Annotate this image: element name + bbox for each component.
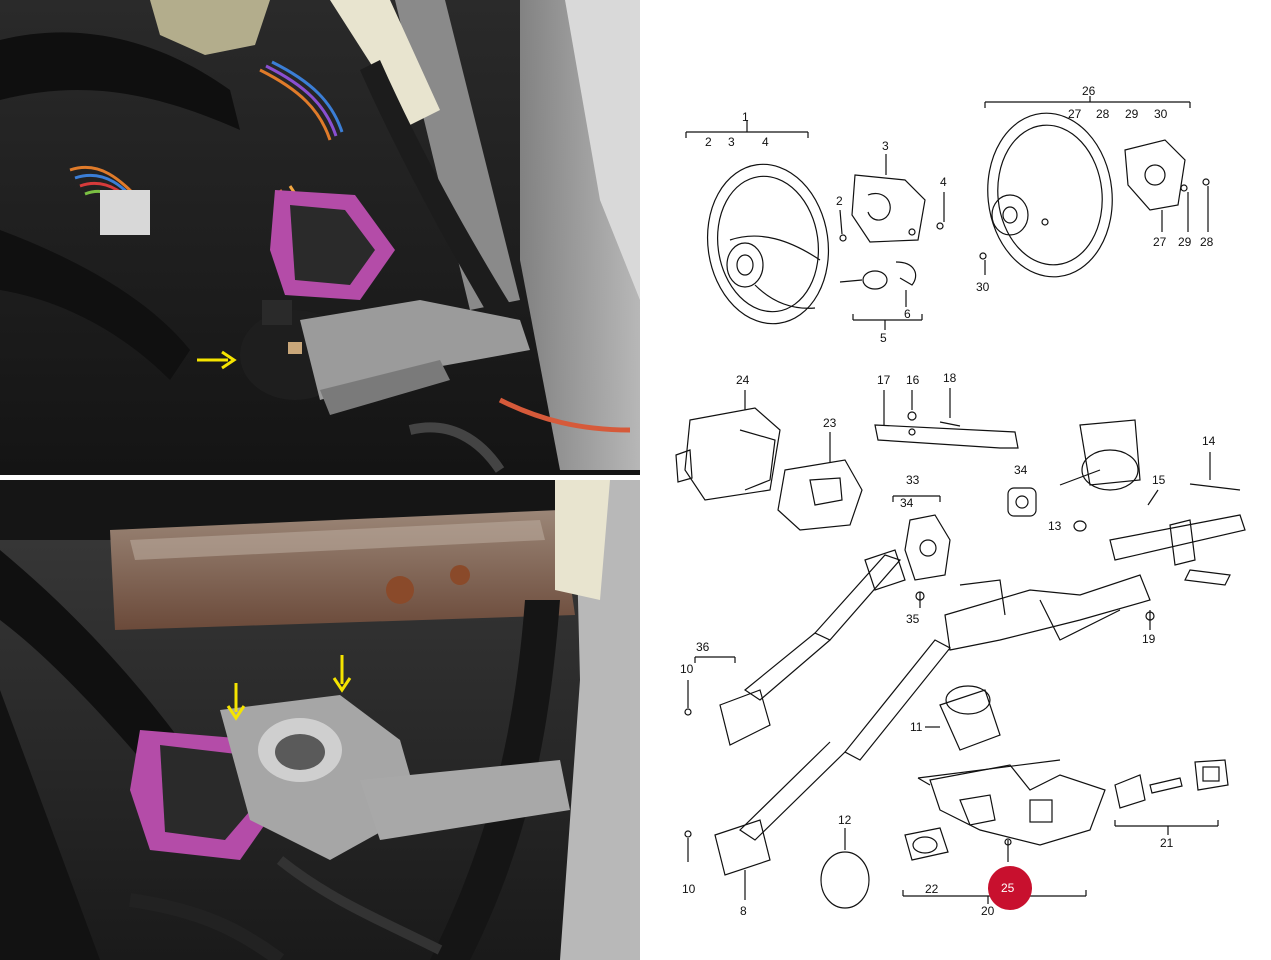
label-28b: 28 (1200, 235, 1214, 249)
bracket-27 (1124, 139, 1186, 211)
label-34b: 34 (900, 496, 914, 510)
bracket-17 (874, 424, 1019, 449)
arrow-indicator-bottom-right (332, 655, 352, 693)
label-25: 25 (1001, 881, 1015, 895)
label-2b: 2 (836, 194, 843, 208)
steering-wheel-1 (706, 163, 830, 325)
label-33: 33 (906, 473, 920, 487)
label-29: 29 (1125, 107, 1139, 121)
label-35: 35 (906, 612, 920, 626)
key-parts-21 (1114, 759, 1229, 809)
ignition-switch-22 (904, 827, 949, 861)
label-11: 11 (910, 720, 923, 734)
label-10: 10 (680, 662, 694, 676)
main-column-tube (944, 574, 1151, 651)
boot-11 (939, 685, 1001, 751)
label-3: 3 (728, 135, 735, 149)
label-26: 26 (1082, 84, 1096, 98)
highlight-part-25: 25 (988, 866, 1032, 910)
label-4: 4 (762, 135, 769, 149)
control-unit-24 (675, 407, 781, 501)
label-13: 13 (1048, 519, 1062, 533)
label-12: 12 (838, 813, 852, 827)
airbag-module-3 (851, 174, 926, 243)
label-10b: 10 (682, 882, 696, 896)
label-34: 34 (1014, 463, 1028, 477)
photo-ignition-switch-removed (0, 480, 640, 960)
bracket-23 (777, 459, 863, 531)
arrow-indicator-top (197, 350, 237, 370)
photo-ignition-switch-installed (0, 0, 640, 475)
label-1: 1 (742, 110, 749, 124)
arrow-indicator-bottom-left (226, 683, 246, 721)
label-30b: 30 (976, 280, 990, 294)
label-28: 28 (1096, 107, 1110, 121)
clock-spring-5 (839, 261, 917, 290)
label-20: 20 (981, 904, 995, 918)
label-2: 2 (705, 135, 712, 149)
label-27b: 27 (1153, 235, 1167, 249)
label-8: 8 (740, 904, 747, 918)
label-30: 30 (1154, 107, 1168, 121)
cap-12 (820, 851, 870, 909)
label-36: 36 (696, 640, 710, 654)
label-3b: 3 (882, 139, 889, 153)
label-5: 5 (880, 331, 887, 345)
ignition-lock-assembly-20 (929, 764, 1106, 846)
label-22: 22 (925, 882, 939, 896)
label-18: 18 (943, 371, 957, 385)
steering-column-housing (1059, 419, 1246, 586)
steering-wheel-26 (987, 112, 1113, 278)
label-15: 15 (1152, 473, 1166, 487)
label-6: 6 (904, 307, 911, 321)
lower-shaft (714, 639, 951, 876)
intermediate-shaft-36 (719, 549, 906, 746)
label-14: 14 (1202, 434, 1216, 448)
bushing-34 (1007, 487, 1037, 517)
label-16: 16 (906, 373, 920, 387)
label-23: 23 (823, 416, 837, 430)
label-27: 27 (1068, 107, 1082, 121)
label-29b: 29 (1178, 235, 1192, 249)
angle-sensor-33 (904, 514, 951, 581)
label-21: 21 (1160, 836, 1174, 850)
label-4b: 4 (940, 175, 947, 189)
label-24: 24 (736, 373, 750, 387)
steering-column-parts-diagram: 1 2 3 4 3 2 4 6 5 (646, 0, 1271, 960)
label-19: 19 (1142, 632, 1156, 646)
label-17: 17 (877, 373, 891, 387)
